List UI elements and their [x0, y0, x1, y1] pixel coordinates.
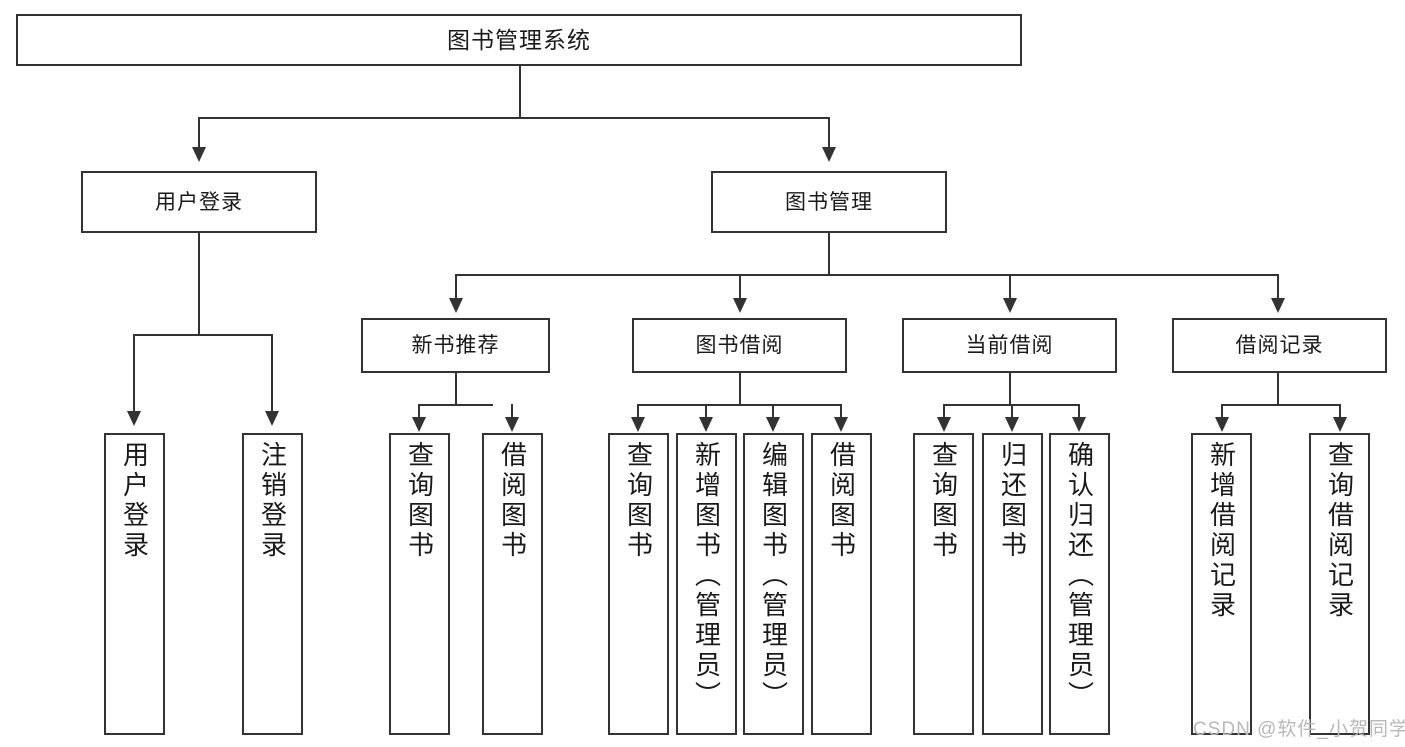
node-label: 用户登录 [119, 441, 150, 561]
arrow-new-book-to-leaf-1 [412, 417, 426, 432]
connector-borrow-to-leaf-1 [637, 404, 639, 417]
arrow-records-to-leaf-2 [1333, 417, 1347, 432]
connector-root-to-user-login [198, 117, 200, 147]
node-label: 新书推荐 [411, 334, 500, 357]
connector-records-stem [1277, 373, 1279, 405]
node-label: 当前借阅 [965, 334, 1054, 357]
leaf-borrow-add-book-admin[interactable]: 新增图书（管理员） [676, 433, 737, 735]
leaf-records-query-record[interactable]: 查询借阅记录 [1309, 433, 1370, 735]
connector-borrow-bus [637, 404, 841, 406]
connector-book-mgmt-to-borrow [739, 274, 741, 298]
connector-current-to-leaf-3 [1078, 404, 1080, 417]
arrow-borrow-to-leaf-1 [631, 417, 645, 432]
connector-book-mgmt-to-new-book [455, 274, 457, 298]
node-label: 借阅图书 [497, 441, 528, 561]
node-current-borrow[interactable]: 当前借阅 [902, 318, 1117, 373]
node-label: 借阅图书 [826, 441, 857, 561]
leaf-new-book-borrow[interactable]: 借阅图书 [482, 433, 543, 735]
node-label: 查询借阅记录 [1324, 441, 1355, 621]
leaf-current-confirm-return-admin[interactable]: 确认归还（管理员） [1049, 433, 1110, 735]
connector-new-book-stem [455, 373, 457, 405]
node-label: 图书管理 [785, 190, 873, 214]
leaf-user-login-logout[interactable]: 注销登录 [242, 433, 303, 735]
arrow-borrow-to-leaf-3 [766, 417, 780, 432]
leaf-current-return-book[interactable]: 归还图书 [982, 433, 1043, 735]
node-label: 图书借阅 [695, 334, 784, 357]
leaf-borrow-borrow-book[interactable]: 借阅图书 [811, 433, 872, 735]
node-user-login[interactable]: 用户登录 [81, 171, 317, 233]
leaf-current-query[interactable]: 查询图书 [913, 433, 974, 735]
leaf-borrow-edit-book-admin[interactable]: 编辑图书（管理员） [743, 433, 804, 735]
leaf-records-add-record[interactable]: 新增借阅记录 [1191, 433, 1252, 735]
connector-current-to-leaf-1 [943, 404, 945, 417]
arrow-records-to-leaf-1 [1215, 417, 1229, 432]
node-label: 用户登录 [155, 190, 243, 214]
node-book-borrow[interactable]: 图书借阅 [632, 318, 847, 373]
connector-borrow-to-leaf-4 [840, 404, 842, 417]
node-label: 新增借阅记录 [1206, 441, 1237, 621]
connector-book-mgmt-bus [455, 274, 1278, 276]
leaf-borrow-query[interactable]: 查询图书 [608, 433, 669, 735]
node-borrow-records[interactable]: 借阅记录 [1172, 318, 1387, 373]
connector-root-stem [519, 66, 521, 118]
connector-new-book-to-leaf-1 [418, 404, 420, 417]
arrow-book-mgmt-to-current [1003, 298, 1017, 313]
connector-root-to-book-mgmt [828, 117, 830, 147]
node-root-system[interactable]: 图书管理系统 [16, 14, 1022, 66]
connector-records-to-leaf-2 [1339, 404, 1341, 417]
node-label: 查询图书 [928, 441, 959, 561]
node-label: 借阅记录 [1235, 334, 1324, 357]
node-label: 查询图书 [623, 441, 654, 561]
connector-records-to-leaf-1 [1221, 404, 1223, 417]
arrow-new-book-to-leaf-2 [505, 417, 519, 432]
arrow-current-to-leaf-1 [937, 417, 951, 432]
node-label: 图书管理系统 [447, 26, 591, 53]
connector-book-mgmt-stem [828, 233, 830, 275]
node-label: 注销登录 [257, 441, 288, 561]
connector-user-login-stem [198, 233, 200, 335]
arrow-book-mgmt-to-borrow [733, 298, 747, 313]
node-label: 新增图书（管理员） [691, 441, 722, 711]
connector-book-mgmt-to-records [1277, 274, 1279, 298]
arrow-book-mgmt-to-records [1271, 298, 1285, 313]
connector-records-bus [1221, 404, 1339, 406]
arrow-root-to-book-mgmt [822, 147, 836, 162]
arrow-user-login-to-leaf-2 [265, 411, 279, 426]
arrow-user-login-to-leaf-1 [127, 411, 141, 426]
connector-borrow-to-leaf-2 [705, 404, 707, 417]
node-label: 编辑图书（管理员） [758, 441, 789, 711]
leaf-new-book-query[interactable]: 查询图书 [389, 433, 450, 735]
connector-user-login-bus [133, 334, 272, 336]
connector-borrow-stem [739, 373, 741, 405]
connector-current-to-leaf-2 [1011, 404, 1013, 417]
arrow-current-to-leaf-2 [1005, 417, 1019, 432]
node-label: 查询图书 [404, 441, 435, 561]
node-label: 归还图书 [997, 441, 1028, 561]
csdn-watermark: CSDN @软件_小贺同学 [1193, 719, 1405, 740]
arrow-borrow-to-leaf-4 [834, 417, 848, 432]
connector-user-login-to-leaf-2 [271, 334, 273, 411]
connector-new-book-bus [418, 404, 493, 406]
node-new-book-recommend[interactable]: 新书推荐 [361, 318, 550, 373]
arrow-current-to-leaf-3 [1072, 417, 1086, 432]
node-label: 确认归还（管理员） [1064, 441, 1095, 711]
arrow-borrow-to-leaf-2 [699, 417, 713, 432]
connector-new-book-to-leaf-2 [511, 404, 513, 417]
connector-current-stem [1009, 373, 1011, 405]
connector-root-bus [198, 117, 830, 119]
connector-user-login-to-leaf-1 [133, 334, 135, 411]
leaf-user-login-login[interactable]: 用户登录 [104, 433, 165, 735]
arrow-book-mgmt-to-new-book [449, 298, 463, 313]
connector-borrow-to-leaf-3 [772, 404, 774, 417]
connector-book-mgmt-to-current [1009, 274, 1011, 298]
arrow-root-to-user-login [192, 147, 206, 162]
node-book-management[interactable]: 图书管理 [711, 171, 947, 233]
